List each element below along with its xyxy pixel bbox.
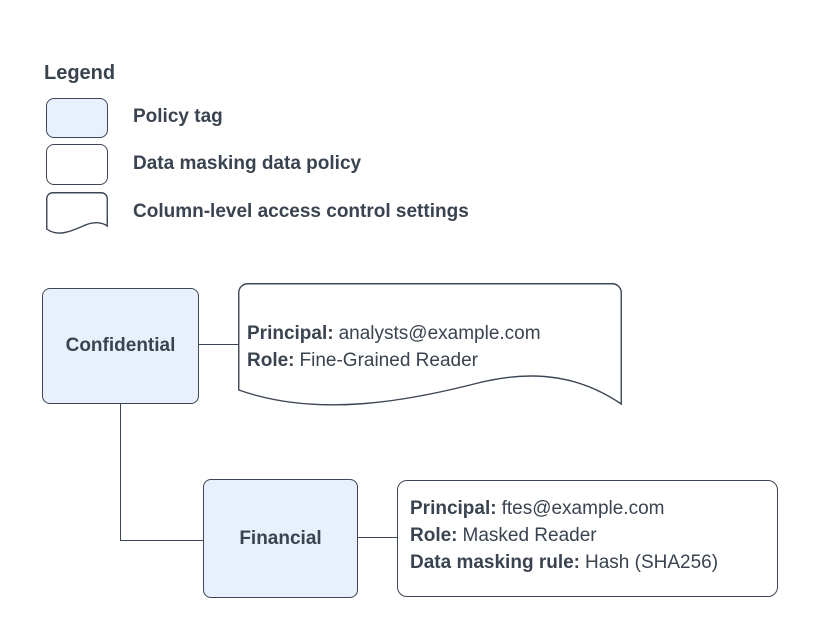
connector-to-financial (120, 540, 204, 542)
node-financial-label: Financial (239, 527, 322, 549)
data-policy-note-text: Principal:ftes@example.com Role:Masked R… (410, 495, 718, 576)
legend-item-data-masking-policy: Data masking data policy (133, 153, 362, 174)
note-line: Data masking rule:Hash (SHA256) (410, 552, 719, 573)
column-access-swatch (46, 192, 108, 234)
connector-confidential-down (120, 404, 122, 541)
column-access-note-shape (238, 283, 622, 406)
data-masking-policy-swatch (46, 144, 108, 185)
note-line: Role:Masked Reader (410, 525, 597, 546)
note-line: Principal:analysts@example.com (247, 323, 541, 344)
note-line: Role:Fine-Grained Reader (247, 350, 478, 371)
data-policy-note-shape (397, 480, 778, 597)
legend-item-column-access: Column-level access control settings (133, 201, 469, 222)
legend-title: Legend (44, 62, 116, 84)
connector-confidential-to-note (199, 344, 238, 346)
connector-financial-to-note (358, 537, 398, 539)
legend-item-policy-tag: Policy tag (133, 106, 223, 127)
policy-tag-swatch (46, 98, 108, 138)
column-access-note-text: Principal:analysts@example.com Role:Fine… (247, 320, 541, 374)
node-confidential: Confidential (42, 288, 199, 404)
node-financial: Financial (203, 479, 358, 598)
node-confidential-label: Confidential (65, 335, 176, 356)
note-line: Principal:ftes@example.com (410, 498, 665, 519)
